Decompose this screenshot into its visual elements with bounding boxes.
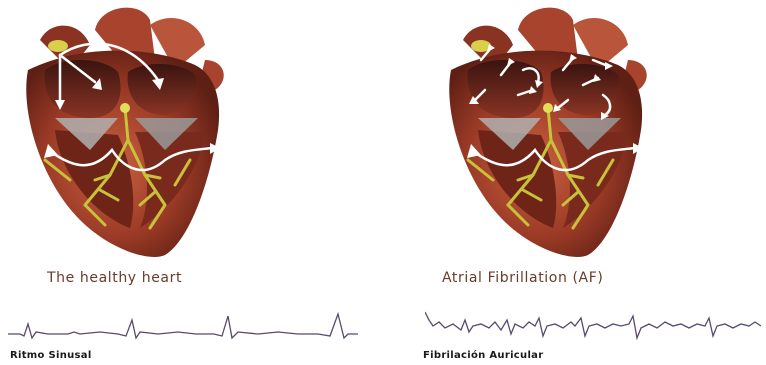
healthy-heart-panel: The healthy heart Ritmo Sinusal [0, 0, 383, 365]
healthy-heart-illustration [0, 0, 383, 270]
av-node [120, 103, 130, 113]
af-heart-panel: Atrial Fibrillation (AF) Fibrilación Aur… [383, 0, 766, 365]
sinus-rhythm-ecg [8, 310, 358, 346]
healthy-heart-title: The healthy heart [47, 270, 182, 286]
sinus-rhythm-label: Ritmo Sinusal [10, 350, 92, 361]
af-rhythm-label: Fibrilación Auricular [423, 350, 543, 361]
sinoatrial-node [48, 40, 68, 52]
af-rhythm-ecg [425, 306, 761, 346]
af-heart-title: Atrial Fibrillation (AF) [442, 270, 603, 286]
af-heart-illustration [383, 0, 766, 270]
